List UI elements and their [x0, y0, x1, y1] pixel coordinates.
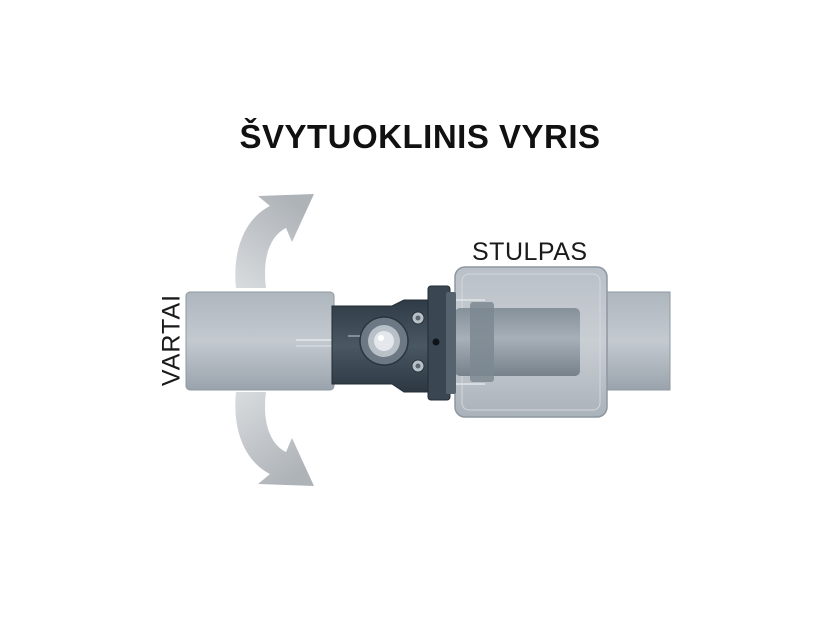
post-clamp [454, 266, 608, 418]
post-tube [599, 291, 671, 391]
diagram-title: ŠVYTUOKLINIS VYRIS [239, 118, 601, 155]
hinge-body [331, 285, 456, 401]
gate-tube [185, 291, 345, 391]
curved-arrow-down-icon [235, 392, 314, 486]
post-label: STULPAS [472, 238, 588, 266]
curved-arrow-up-icon [235, 194, 314, 288]
